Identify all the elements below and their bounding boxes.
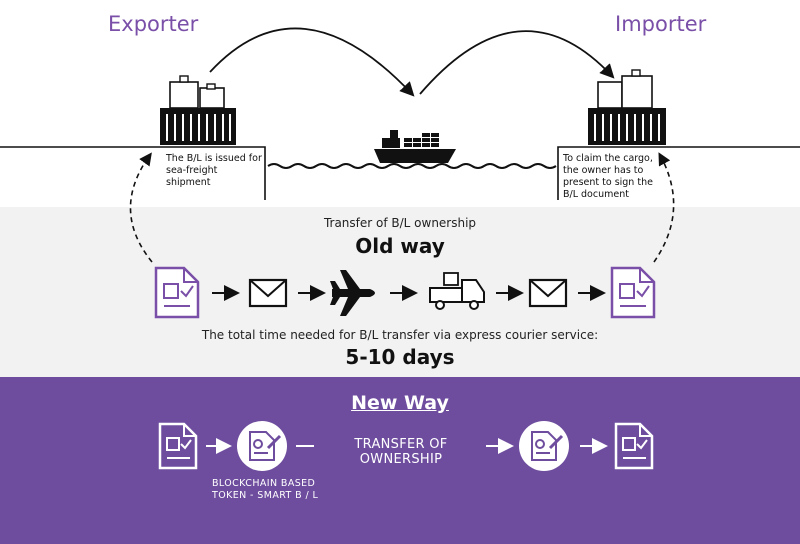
importer-label: Importer (615, 12, 707, 36)
new-way-band (0, 377, 800, 544)
document-icon (158, 422, 198, 470)
exporter-note-line: sea-freight shipment (166, 165, 218, 188)
smart-bl-token-icon (237, 421, 287, 471)
importer-note: To claim the cargo, the owner has to pre… (563, 153, 663, 201)
exporter-label: Exporter (108, 12, 199, 36)
transfer-of-ownership-label: TRANSFER OF OWNERSHIP (354, 437, 448, 467)
envelope-icon (528, 278, 568, 308)
importer-note-line: the owner has to (563, 165, 644, 176)
token-label-line: BLOCKCHAIN BASED (212, 478, 316, 489)
new-way-title: New Way (351, 392, 449, 414)
courier-time-text: The total time needed for B/L transfer v… (201, 328, 599, 342)
dashed-arrow-right (653, 152, 675, 263)
exporter-warehouse-icon (160, 75, 236, 145)
shore-lines (0, 146, 800, 200)
importer-note-line: present to sign the (563, 177, 653, 188)
old-way-subtitle: Transfer of B/L ownership (323, 216, 477, 230)
importer-note-line: B/L document (563, 189, 629, 200)
document-icon (154, 266, 200, 319)
importer-note-line: To claim the cargo, (563, 153, 653, 164)
exporter-note-line: The B/L is issued for (166, 153, 262, 164)
dashed-arrow-left (129, 152, 153, 263)
token-label: BLOCKCHAIN BASED TOKEN - SMART B / L (212, 478, 352, 502)
exporter-note: The B/L is issued for sea-freight shipme… (166, 153, 262, 189)
old-way-title: Old way (355, 234, 445, 258)
smart-bl-token-icon (519, 421, 569, 471)
water-wave (267, 163, 557, 169)
arc-arrow-left (209, 27, 415, 97)
document-icon (610, 266, 656, 319)
token-label-line: TOKEN - SMART B / L (212, 490, 319, 501)
truck-icon (429, 272, 485, 310)
courier-days: 5-10 days (345, 345, 455, 369)
envelope-icon (248, 278, 288, 308)
arc-arrow-right (419, 30, 615, 95)
ship-icon (374, 130, 456, 163)
document-icon (614, 422, 654, 470)
airplane-icon (330, 270, 375, 316)
importer-warehouse-icon (588, 69, 666, 145)
